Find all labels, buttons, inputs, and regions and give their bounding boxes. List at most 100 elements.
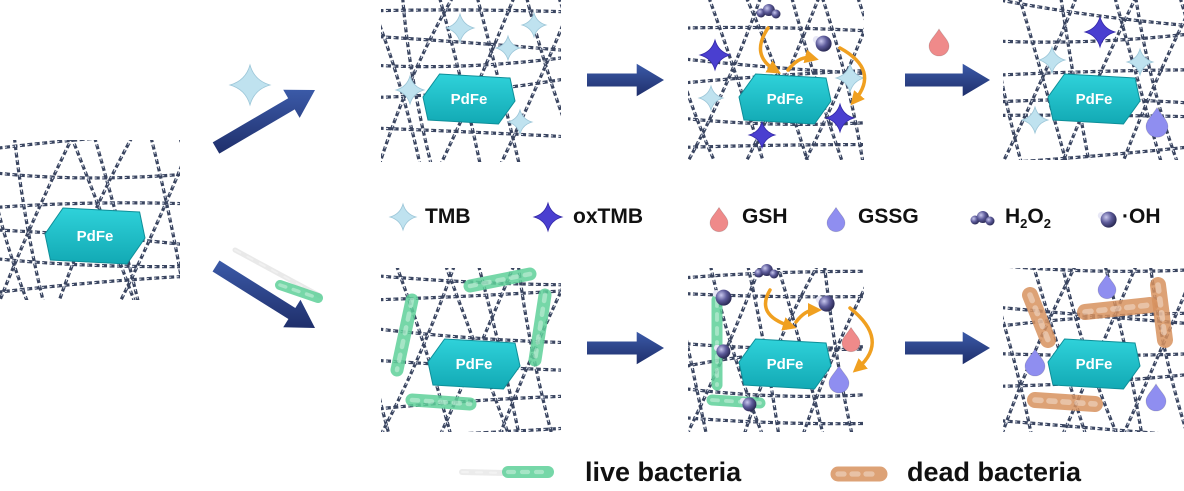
- network-strand: [1121, 17, 1184, 160]
- network-strand-highlight: [1003, 319, 1032, 432]
- network-strand: [371, 170, 571, 177]
- network-strand: [381, 35, 561, 52]
- tmb-molecule: [1037, 45, 1067, 75]
- network-strand: [150, 140, 180, 280]
- network-strand-highlight: [1063, 0, 1136, 160]
- network-strand-highlight: [381, 328, 561, 343]
- network-strand-highlight: [396, 268, 451, 432]
- network-strand-highlight: [120, 168, 180, 300]
- arrow-top-2: [905, 63, 990, 97]
- tmb-molecule: [494, 34, 522, 62]
- network-strand: [381, 397, 391, 432]
- network-strand: [709, 268, 764, 432]
- network-strand-highlight: [688, 92, 715, 160]
- network-strand: [464, 426, 561, 432]
- dead-bacterium: [1027, 392, 1103, 412]
- network-strand: [381, 56, 561, 69]
- network-strand-highlight: [1003, 34, 1184, 43]
- pdfe-label: PdFe: [456, 356, 493, 373]
- network-strand-highlight: [381, 57, 561, 68]
- diagonal-arrow-down: [212, 260, 315, 328]
- network-strand-highlight: [688, 293, 864, 298]
- network-strand-highlight: [0, 140, 72, 300]
- pdfe-hexagon: [422, 73, 516, 125]
- pdfe-hexagon: [738, 73, 832, 125]
- network-strand-highlight: [0, 258, 180, 268]
- curved-reaction-arrow: [838, 46, 867, 106]
- network-strand: [499, 287, 561, 432]
- network-strand: [0, 275, 180, 294]
- pdfe-label: PdFe: [767, 91, 804, 108]
- gssg-molecule: [1097, 273, 1117, 300]
- network-strand-highlight: [0, 215, 28, 300]
- network-strand-highlight: [501, 28, 561, 162]
- network-strand: [381, 268, 456, 432]
- gsh-molecule: [841, 326, 861, 353]
- network-strand-highlight: [858, 0, 864, 18]
- arrow-bottom-1: [587, 331, 664, 365]
- network-strand-highlight: [688, 348, 864, 367]
- network-strand-highlight: [381, 79, 561, 98]
- live-bacterium: [390, 293, 419, 377]
- network-strand-highlight: [381, 402, 389, 432]
- gssg-molecule: [1145, 106, 1169, 138]
- network-strand-highlight: [688, 144, 864, 148]
- tmb-molecule: [520, 11, 548, 39]
- network-strand: [1003, 0, 1077, 160]
- network-strand-highlight: [14, 140, 44, 300]
- network-strand-highlight: [0, 276, 180, 293]
- network-strand-highlight: [1003, 312, 1184, 327]
- network-strand-highlight: [1003, 307, 1184, 324]
- network-strand: [688, 339, 708, 432]
- h2o2-molecule: [754, 264, 779, 279]
- network-strand-highlight: [805, 30, 864, 160]
- network-strand: [802, 286, 864, 432]
- curved-reaction-arrow: [848, 306, 874, 373]
- network-strand: [1003, 97, 1184, 105]
- network-strand-highlight: [709, 0, 764, 160]
- network-strand-highlight: [58, 140, 132, 300]
- network-strand-highlight: [1135, 0, 1178, 160]
- network-strand-highlight: [381, 9, 561, 13]
- panel-top_3-network: [1003, 0, 1184, 160]
- live-bacterium: [463, 267, 537, 293]
- network-strand-highlight: [688, 417, 864, 425]
- network-strand: [1003, 352, 1184, 358]
- network-strand-highlight: [151, 140, 180, 274]
- gssg-molecule: [828, 365, 850, 394]
- network-strand: [179, 140, 180, 145]
- legend-gsh-label: GSH: [742, 205, 788, 228]
- oxtmb-molecule: [698, 38, 732, 72]
- h2o2-molecule: [756, 4, 781, 19]
- network-strand-highlight: [0, 202, 180, 208]
- network-strand: [1003, 315, 1033, 432]
- tmb-molecule: [228, 63, 272, 107]
- network-strand: [1003, 419, 1159, 432]
- network-strand-highlight: [0, 172, 180, 179]
- tmb-molecule: [1020, 105, 1050, 135]
- network-strand-highlight: [1123, 294, 1184, 432]
- network-strand: [1009, 268, 1184, 273]
- panel-source-network: [0, 130, 230, 310]
- oxtmb-molecule: [824, 102, 856, 134]
- network-strand-highlight: [381, 290, 561, 301]
- legend-live-bacterium-tail: [459, 469, 508, 476]
- dead-bacteria-label: dead bacteria: [907, 457, 1082, 487]
- curved-reaction-arrow: [763, 288, 797, 331]
- network-strand-highlight: [1003, 0, 1184, 26]
- pdfe-label: PdFe: [1076, 91, 1113, 108]
- network-strand-highlight: [688, 345, 707, 432]
- curved-reaction-arrow: [794, 303, 822, 324]
- network-strand-highlight: [1023, 268, 1184, 272]
- gssg-molecule: [1024, 348, 1046, 377]
- network-strand-highlight: [178, 130, 230, 310]
- network-strand-highlight: [478, 268, 520, 432]
- network-strand-highlight: [688, 26, 864, 32]
- pdfe-hexagon: [427, 338, 521, 390]
- legend-tmb-icon: [388, 202, 418, 232]
- pdfe-hexagon: [44, 207, 146, 265]
- network-strand-highlight: [688, 270, 864, 279]
- arrow-top-1: [587, 63, 664, 97]
- network-strand: [1003, 32, 1184, 44]
- network-strand-highlight: [1105, 268, 1142, 432]
